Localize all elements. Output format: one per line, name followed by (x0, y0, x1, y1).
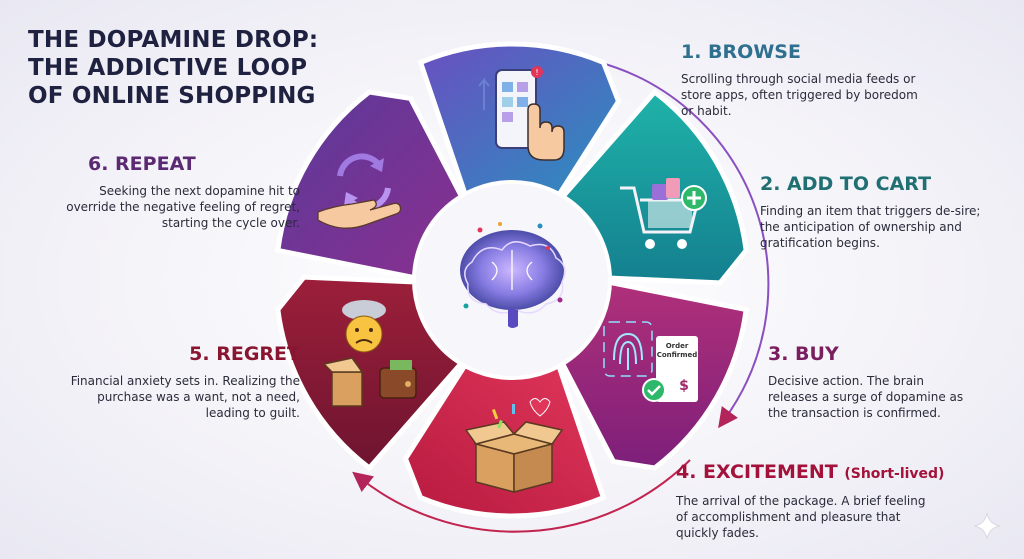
step-excitement-heading: 4. EXCITEMENT (676, 461, 838, 483)
step-regret: 5. REGRET Financial anxiety sets in. Rea… (60, 342, 300, 421)
svg-text:!: ! (535, 68, 538, 77)
step-regret-description: Financial anxiety sets in. Realizing the… (70, 374, 300, 420)
package-icon (464, 398, 564, 493)
shopping-cart-icon (620, 178, 707, 249)
sad-face-wallet-icon (322, 300, 417, 407)
step-repeat-description: Seeking the next dopamine hit to overrid… (66, 184, 300, 230)
step-excitement-description: The arrival of the package. A brief feel… (676, 494, 926, 540)
step-excitement-heading-row: 4. EXCITEMENT (Short-lived) (676, 460, 996, 486)
sparkle-icon (974, 513, 1000, 539)
fingerprint-receipt-icon: Order Confirmed $ (603, 321, 698, 402)
step-excitement-subheading: (Short-lived) (844, 466, 945, 482)
receipt-line2: Confirmed (657, 351, 698, 359)
step-buy: 3. BUY Decisive action. The brain releas… (768, 342, 1008, 421)
step-browse: 1. BROWSE Scrolling through social media… (681, 40, 981, 119)
phone-scroll-icon: ! (478, 66, 565, 161)
step-cart-heading: 2. ADD TO CART (760, 173, 932, 195)
flow-arrow-right (597, 61, 770, 429)
step-buy-heading: 3. BUY (768, 343, 839, 365)
flow-arrow-bottom (352, 459, 691, 533)
page-title: THE DOPAMINE DROP: THE ADDICTIVE LOOP OF… (28, 27, 319, 109)
repeat-hand-icon (317, 153, 402, 229)
brain-icon (460, 222, 566, 328)
receipt-currency: $ (679, 378, 689, 394)
receipt-line1: Order (666, 342, 689, 350)
step-repeat-heading: 6. REPEAT (88, 153, 196, 175)
step-buy-description: Decisive action. The brain releases a su… (768, 374, 964, 420)
step-browse-heading: 1. BROWSE (681, 41, 801, 63)
step-cart-description: Finding an item that triggers de-sire; t… (760, 204, 981, 250)
step-browse-description: Scrolling through social media feeds or … (681, 72, 918, 118)
step-repeat: 6. REPEAT Seeking the next dopamine hit … (60, 152, 300, 231)
step-excitement: 4. EXCITEMENT (Short-lived) The arrival … (676, 460, 996, 541)
step-regret-heading: 5. REGRET (189, 343, 300, 365)
step-add-to-cart: 2. ADD TO CART Finding an item that trig… (760, 172, 1010, 251)
